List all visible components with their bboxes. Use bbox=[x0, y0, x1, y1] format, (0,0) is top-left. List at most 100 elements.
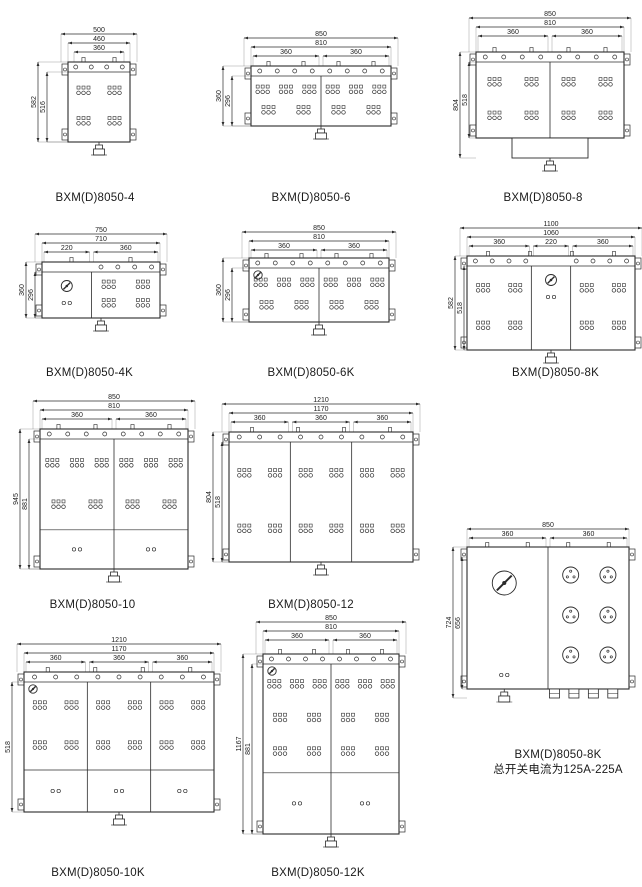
dimension-arrow bbox=[45, 138, 49, 142]
operator-button bbox=[375, 282, 380, 287]
breaker-terminal bbox=[603, 110, 608, 115]
indicator-lamp bbox=[339, 434, 344, 440]
socket-outlet bbox=[599, 606, 617, 624]
dimension-arrow bbox=[467, 62, 471, 66]
dimension-arrow bbox=[383, 248, 387, 252]
lifting-eye bbox=[525, 542, 530, 548]
dimension-label: 804 bbox=[206, 491, 213, 503]
operator-button bbox=[281, 282, 287, 287]
dimension-arrow bbox=[469, 16, 473, 20]
operator-button bbox=[359, 801, 365, 806]
dimension-arrow bbox=[126, 41, 130, 45]
dimension-label: 881 bbox=[245, 743, 252, 755]
lug-hole bbox=[392, 71, 396, 76]
socket-outlet bbox=[599, 566, 617, 584]
breaker-terminal bbox=[486, 283, 490, 287]
operator-button bbox=[508, 288, 513, 293]
operator-button bbox=[119, 463, 124, 468]
breaker-terminal bbox=[263, 277, 268, 282]
breaker-terminal bbox=[341, 105, 346, 109]
operator-button bbox=[277, 717, 283, 723]
cable-gland bbox=[315, 132, 327, 140]
breaker-terminal bbox=[196, 700, 200, 705]
breaker-terminal bbox=[518, 283, 523, 287]
operator-button bbox=[172, 504, 177, 509]
operator-button bbox=[316, 717, 322, 723]
breaker-terminal bbox=[154, 458, 158, 462]
dimension-label: 360 bbox=[113, 655, 125, 662]
operator-button bbox=[196, 745, 201, 750]
mounting-lug bbox=[623, 53, 631, 66]
breaker-terminal bbox=[74, 700, 79, 705]
lifting-eye bbox=[130, 424, 135, 430]
lug-hole bbox=[630, 552, 634, 557]
cable-gland bbox=[545, 356, 557, 364]
dimension-label: 360 bbox=[348, 243, 360, 250]
operator-button bbox=[584, 325, 589, 330]
operator-button bbox=[524, 115, 529, 120]
diagram-title: BXM(D)8050-8K bbox=[488, 366, 623, 381]
indicator-lamp bbox=[303, 656, 308, 662]
breaker-terminal bbox=[80, 458, 84, 462]
breaker-terminal bbox=[162, 499, 167, 504]
breaker-terminal bbox=[307, 712, 311, 717]
dimension-arrow bbox=[120, 50, 124, 54]
operator-button bbox=[589, 288, 594, 293]
breaker-terminal bbox=[524, 77, 529, 81]
breaker-terminal bbox=[400, 468, 405, 472]
dimension-arrow bbox=[152, 660, 157, 664]
operator-button bbox=[196, 705, 201, 710]
indicator-lamp bbox=[309, 68, 315, 74]
switch-axis bbox=[65, 284, 69, 288]
dimension-arrow bbox=[221, 66, 225, 70]
dimension-arrow bbox=[462, 266, 466, 270]
breaker-terminal bbox=[169, 700, 174, 705]
diagram-title: BXM(D)8050-10 bbox=[25, 598, 160, 613]
operator-button bbox=[303, 528, 308, 534]
breaker-terminal bbox=[561, 77, 566, 81]
indicator-lamp bbox=[104, 64, 110, 70]
breaker-terminal bbox=[617, 320, 621, 325]
mounting-lug bbox=[256, 820, 264, 833]
dimension-arrow bbox=[36, 138, 40, 142]
indicator-lamp bbox=[344, 68, 350, 74]
mounting-lug bbox=[61, 128, 69, 141]
dimension-label: 582 bbox=[31, 96, 38, 108]
lifting-eye bbox=[301, 61, 306, 67]
breaker-terminal bbox=[45, 458, 50, 462]
breaker-terminal bbox=[341, 712, 345, 717]
breaker-terminal bbox=[329, 523, 334, 528]
breaker-terminal bbox=[390, 468, 395, 472]
lug-hole bbox=[19, 677, 23, 682]
operator-button bbox=[331, 110, 336, 115]
indicator-lamp bbox=[359, 434, 365, 440]
dimension-arrow bbox=[35, 232, 39, 236]
operator-button bbox=[513, 288, 518, 293]
indicator-lamp bbox=[523, 258, 529, 264]
lug-hole bbox=[258, 824, 262, 829]
breaker-terminal bbox=[266, 105, 271, 109]
breaker-terminal bbox=[273, 712, 277, 717]
lug-hole bbox=[224, 552, 228, 557]
mounting-lug bbox=[159, 263, 167, 276]
socket-outlet bbox=[599, 646, 617, 664]
breaker-terminal bbox=[101, 740, 105, 745]
dimension-label: 1170 bbox=[313, 406, 328, 413]
operator-button bbox=[497, 115, 502, 120]
mounting-lug bbox=[388, 308, 396, 321]
operator-button bbox=[266, 110, 271, 115]
dimension-arrow bbox=[221, 258, 225, 262]
dimension-arrow bbox=[458, 52, 462, 56]
master-switch bbox=[267, 666, 277, 676]
dimension-label: 360 bbox=[71, 412, 83, 419]
lug-hole bbox=[189, 434, 193, 439]
operator-button bbox=[377, 89, 382, 94]
dimension-arrow bbox=[144, 660, 149, 664]
operator-button bbox=[305, 282, 310, 287]
breaker-terminal bbox=[566, 110, 571, 115]
dimension-arrow bbox=[476, 25, 480, 29]
dimension-arrow bbox=[10, 808, 14, 812]
breaker-terminal bbox=[336, 105, 341, 109]
operator-button bbox=[296, 110, 301, 115]
dimension-arrow bbox=[395, 629, 399, 633]
